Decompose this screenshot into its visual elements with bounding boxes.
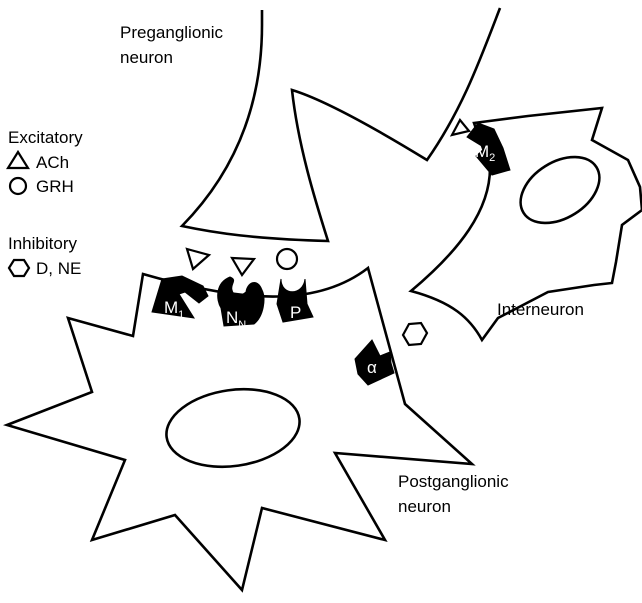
postganglionic-label: Postganglionic <box>398 472 509 491</box>
ach-triangle-icon <box>187 249 209 269</box>
postganglionic-label: neuron <box>398 497 451 516</box>
legend: Excitatory ACh GRH Inhibitory D, NE <box>8 128 83 278</box>
interneuron-label: Interneuron <box>497 300 584 319</box>
preganglionic-label: neuron <box>120 48 173 67</box>
ach-triangle-icon <box>232 258 254 275</box>
preganglionic-neuron <box>182 8 500 241</box>
preganglionic-label: Preganglionic <box>120 23 224 42</box>
legend-circle-icon <box>10 178 26 194</box>
alpha-receptor-label: α <box>367 358 377 377</box>
legend-d-ne-label: D, NE <box>36 259 81 278</box>
d-ne-hexagon-icon <box>403 323 427 345</box>
legend-grh-label: GRH <box>36 177 74 196</box>
legend-hexagon-icon <box>9 260 29 276</box>
ach-triangle-icon <box>452 120 469 135</box>
legend-triangle-icon <box>8 152 28 168</box>
legend-ach-label: ACh <box>36 153 69 172</box>
legend-inhibitory-heading: Inhibitory <box>8 234 77 253</box>
grh-circle-icon <box>277 249 297 269</box>
legend-excitatory-heading: Excitatory <box>8 128 83 147</box>
p-receptor-label: P <box>290 303 301 322</box>
